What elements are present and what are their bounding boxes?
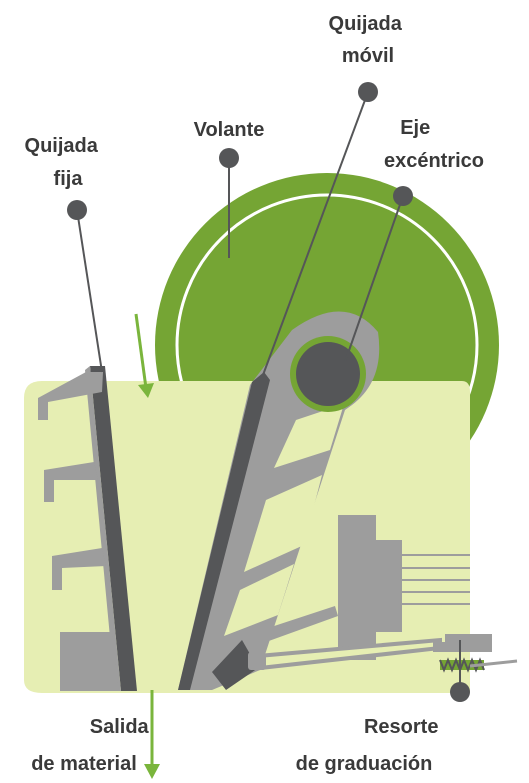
right-mechanism — [248, 515, 518, 673]
label-eje-excentrico: Eje excéntrico — [384, 117, 484, 172]
fixed-jaw-assembly — [38, 366, 137, 691]
dot-volante — [219, 148, 239, 168]
dot-resorte — [450, 682, 470, 702]
moving-jaw-assembly — [178, 311, 380, 690]
dot-eje-excentrico — [393, 186, 413, 206]
dot-quijada-movil — [358, 82, 378, 102]
label-resorte-graduacion: Resorte de graduación — [296, 716, 444, 775]
label-quijada-fija: Quijada fija — [25, 135, 104, 190]
label-salida-material: Salida de material — [31, 716, 154, 775]
material-outlet-arrow — [144, 690, 160, 779]
material-inlet-arrow — [134, 313, 154, 398]
spring-icon — [439, 657, 485, 673]
leader-dots — [67, 82, 470, 702]
leader-lines — [76, 91, 461, 692]
label-quijada-movil: Quijada móvil — [329, 13, 408, 67]
dot-quijada-fija — [67, 200, 87, 220]
label-volante: Volante — [194, 119, 265, 141]
